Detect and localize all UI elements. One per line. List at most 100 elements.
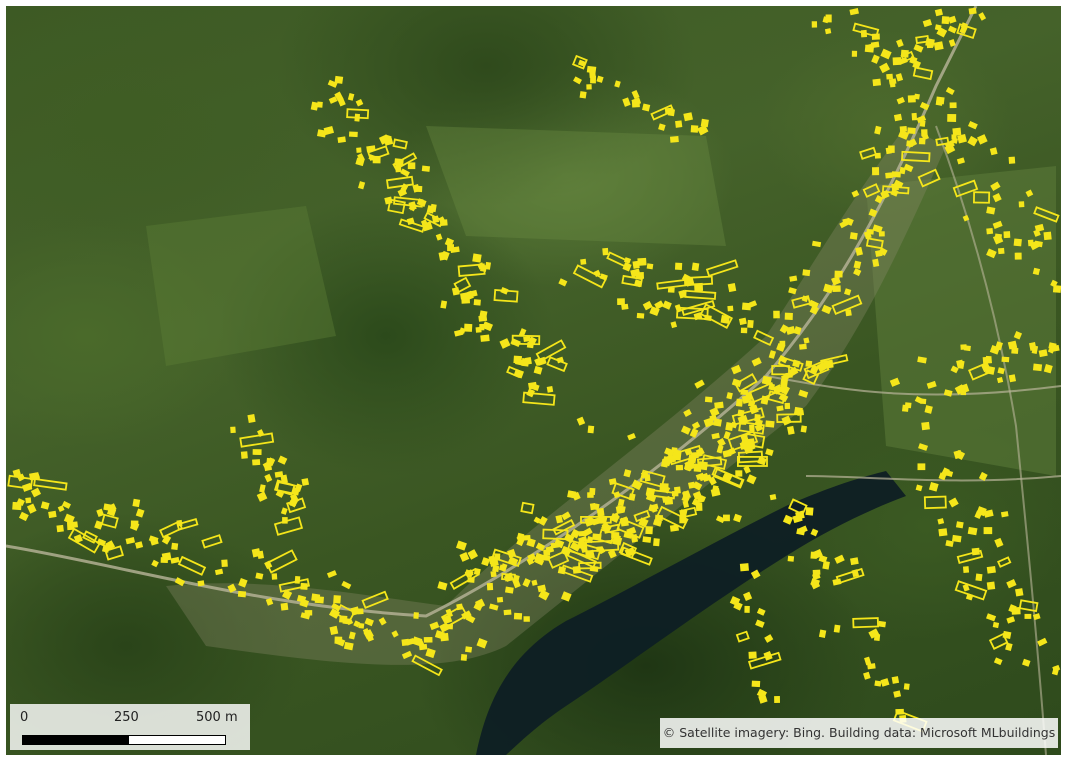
building-outline bbox=[252, 449, 262, 455]
building-outline bbox=[579, 91, 587, 99]
building-outline bbox=[237, 590, 247, 598]
building-outline bbox=[425, 647, 436, 659]
scale-segment-white bbox=[128, 735, 226, 745]
building-outline bbox=[526, 388, 535, 398]
building-outline bbox=[561, 511, 571, 521]
building-outline bbox=[699, 303, 733, 329]
building-outline bbox=[500, 563, 508, 572]
building-outline bbox=[496, 596, 504, 603]
building-outline bbox=[633, 509, 651, 523]
building-outline bbox=[761, 375, 773, 386]
building-outline bbox=[542, 528, 569, 541]
building-outline bbox=[1015, 588, 1024, 597]
building-outline bbox=[831, 276, 841, 286]
building-outline bbox=[968, 7, 977, 15]
building-outline bbox=[473, 603, 483, 611]
building-outline bbox=[670, 321, 678, 329]
building-outline bbox=[467, 549, 479, 560]
building-outline bbox=[105, 540, 116, 551]
building-outline bbox=[822, 560, 830, 570]
building-outline bbox=[744, 605, 750, 613]
building-outline bbox=[749, 424, 755, 432]
building-outline bbox=[711, 432, 720, 440]
building-outline bbox=[727, 283, 737, 293]
building-outline bbox=[96, 508, 105, 517]
building-outline bbox=[922, 18, 933, 28]
building-outline bbox=[674, 304, 682, 313]
building-outline bbox=[810, 579, 821, 590]
building-outline bbox=[413, 612, 419, 619]
building-outline bbox=[589, 487, 596, 495]
building-outline bbox=[1013, 331, 1023, 340]
building-outline bbox=[978, 12, 987, 21]
building-outline bbox=[522, 391, 556, 406]
building-outline bbox=[461, 296, 471, 304]
building-outline bbox=[572, 264, 607, 289]
building-outline bbox=[955, 521, 964, 529]
building-outline bbox=[275, 490, 284, 498]
building-outline bbox=[227, 583, 237, 593]
building-outline bbox=[576, 416, 586, 426]
building-outline bbox=[171, 542, 179, 551]
building-outline bbox=[944, 139, 955, 150]
building-outline bbox=[993, 657, 1003, 666]
building-outline bbox=[818, 554, 828, 563]
building-outline bbox=[626, 526, 637, 536]
building-outline bbox=[440, 300, 448, 309]
building-outline bbox=[616, 505, 626, 513]
building-outline bbox=[387, 198, 406, 215]
building-outline bbox=[874, 125, 882, 135]
building-outline bbox=[518, 328, 527, 337]
building-outline bbox=[531, 579, 538, 586]
building-outline bbox=[221, 559, 228, 568]
building-outline bbox=[578, 561, 602, 570]
building-outline bbox=[592, 503, 600, 511]
building-outline bbox=[589, 565, 599, 573]
building-outline bbox=[928, 481, 939, 492]
building-outline bbox=[776, 413, 802, 424]
building-outline bbox=[900, 50, 915, 63]
building-outline bbox=[945, 540, 954, 548]
building-outline bbox=[70, 521, 79, 529]
building-outline bbox=[620, 546, 653, 566]
building-outline bbox=[271, 573, 278, 580]
building-outline bbox=[704, 396, 713, 403]
building-outline bbox=[990, 181, 1001, 191]
building-outline bbox=[955, 450, 966, 460]
building-outline bbox=[695, 447, 705, 457]
map-canvas bbox=[6, 6, 1061, 755]
building-outline bbox=[523, 616, 530, 622]
building-outline bbox=[798, 389, 809, 398]
building-outline bbox=[104, 545, 124, 561]
building-outline bbox=[580, 544, 588, 554]
building-outline bbox=[479, 310, 488, 320]
building-outline bbox=[482, 321, 494, 332]
building-outline bbox=[16, 473, 26, 482]
building-outline bbox=[985, 365, 996, 375]
building-outline bbox=[765, 420, 775, 428]
building-outline bbox=[1043, 231, 1052, 241]
building-outline bbox=[729, 595, 741, 607]
building-outline bbox=[442, 614, 453, 625]
building-outline bbox=[100, 513, 119, 529]
building-outline bbox=[257, 429, 265, 438]
building-outline bbox=[347, 92, 355, 101]
building-outline bbox=[810, 528, 819, 537]
building-outline bbox=[1003, 231, 1011, 239]
building-outline bbox=[1008, 374, 1017, 383]
building-outline bbox=[418, 643, 428, 651]
building-outline bbox=[558, 278, 568, 287]
building-outline bbox=[791, 295, 812, 309]
building-outline bbox=[896, 96, 905, 105]
scale-segment-black bbox=[22, 735, 130, 745]
building-outline bbox=[903, 163, 914, 173]
building-outline bbox=[986, 581, 996, 590]
building-outline bbox=[368, 154, 377, 162]
building-outline bbox=[25, 497, 32, 504]
satellite-map[interactable] bbox=[6, 6, 1061, 755]
building-outline bbox=[510, 338, 521, 348]
building-outline bbox=[715, 515, 725, 524]
building-outline bbox=[264, 473, 273, 483]
building-outline bbox=[392, 152, 418, 171]
building-outline bbox=[329, 625, 339, 636]
